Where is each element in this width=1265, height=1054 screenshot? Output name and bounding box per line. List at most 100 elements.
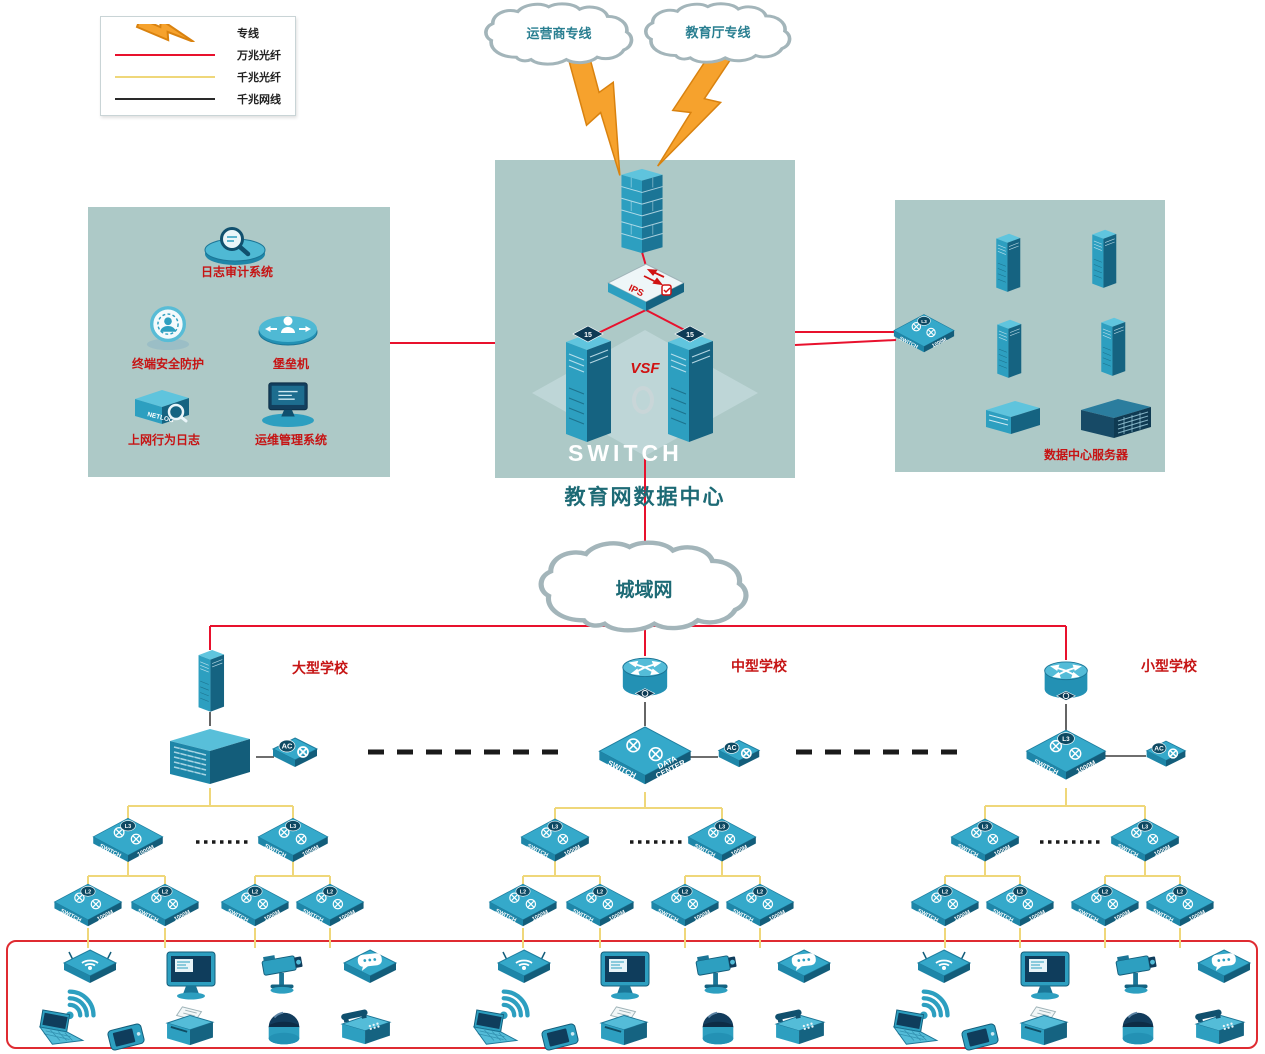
large-l3-switch-1: L3 SWITCH 1000M bbox=[91, 816, 165, 868]
terminal-security-icon bbox=[138, 303, 198, 351]
large-school-message-terminal bbox=[341, 948, 399, 990]
svg-text:15: 15 bbox=[686, 332, 694, 339]
large-l2-switch-1: L2 SWITCH 1000M bbox=[52, 882, 124, 932]
small-l3-switch-1: L3 SWITCH 1000M bbox=[949, 816, 1021, 868]
yellow-line-icon bbox=[115, 76, 221, 78]
large-school-core bbox=[160, 722, 260, 788]
vsf-label: VSF bbox=[630, 360, 660, 377]
vsf-core-server-1: 15 bbox=[556, 325, 620, 446]
cloud-icon bbox=[644, 2, 792, 64]
medium-school-desktop-monitor bbox=[596, 950, 654, 1002]
small-l2-switch-2: L2 SWITCH 1000M bbox=[984, 882, 1056, 932]
medium-school-wireless-ap bbox=[495, 948, 553, 990]
svg-text:L2: L2 bbox=[520, 889, 526, 895]
svg-text:L3: L3 bbox=[125, 824, 131, 830]
large-school-desk-phone bbox=[336, 1004, 396, 1048]
svg-text:L2: L2 bbox=[1102, 889, 1108, 895]
legend-label-10g-fiber: 万兆光纤 bbox=[237, 49, 281, 62]
black-line-icon bbox=[115, 98, 221, 100]
medium-l2-switch-2: L2 SWITCH 1000M bbox=[564, 882, 636, 932]
svg-text:L2: L2 bbox=[1017, 889, 1023, 895]
metro-network-label: 城域网 bbox=[615, 578, 673, 601]
medium-school-wifi-signal bbox=[494, 984, 542, 1022]
label-dc-servers: 数据中心服务器 bbox=[1043, 448, 1128, 462]
medium-l2-switch-3: L2 SWITCH 1000M bbox=[649, 882, 721, 932]
medium-school-desk-phone bbox=[770, 1004, 830, 1048]
svg-text:L2: L2 bbox=[1177, 889, 1183, 895]
large-school-smartphone bbox=[102, 1020, 150, 1054]
carrier-line-label: 运营商专线 bbox=[526, 27, 592, 43]
svg-text:L2: L2 bbox=[252, 889, 258, 895]
firewall bbox=[613, 166, 671, 256]
svg-text:L3: L3 bbox=[1062, 736, 1070, 743]
education-line-cloud: 教育厅专线 bbox=[638, 2, 798, 66]
small-l2-switch-4: L2 SWITCH 1000M bbox=[1144, 882, 1216, 932]
svg-text:L2: L2 bbox=[942, 889, 948, 895]
dc-server-2 bbox=[1080, 226, 1128, 290]
small-school-smartphone bbox=[956, 1020, 1004, 1054]
label-terminal-security: 终端安全防护 bbox=[131, 357, 204, 371]
large-school-desktop-monitor bbox=[162, 950, 220, 1002]
small-school-printer bbox=[1016, 1004, 1072, 1048]
bastion-host-icon bbox=[256, 308, 320, 352]
carrier-line-cloud: 运营商专线 bbox=[478, 2, 640, 68]
netlog-icon: NETLOG bbox=[128, 386, 196, 430]
legend: 专线 万兆光纤 千兆光纤 千兆网线 bbox=[100, 16, 296, 116]
datacenter-access-switch: L3 SWITCH 1000M bbox=[892, 306, 956, 364]
legend-label-1g-cable: 千兆网线 bbox=[237, 93, 281, 106]
svg-text:L3: L3 bbox=[552, 824, 558, 830]
metro-network-cloud: 城域网 bbox=[530, 540, 758, 636]
large-school-printer bbox=[162, 1004, 218, 1048]
small-school-laptop bbox=[884, 1008, 944, 1050]
cloud-icon bbox=[484, 2, 634, 66]
svg-text:L2: L2 bbox=[682, 889, 688, 895]
medium-school-router bbox=[618, 652, 672, 704]
large-school-laptop bbox=[30, 1008, 90, 1050]
svg-text:L2: L2 bbox=[85, 889, 91, 895]
svg-text:AC: AC bbox=[727, 745, 737, 752]
large-school-ptz-camera bbox=[254, 950, 312, 996]
dc-server-4 bbox=[1089, 314, 1137, 378]
label-medium-school: 中型学校 bbox=[731, 659, 787, 675]
legend-label-1g-fiber: 千兆光纤 bbox=[237, 71, 281, 84]
small-l2-switch-1: L2 SWITCH 1000M bbox=[909, 882, 981, 932]
medium-school-core-switch: SWITCH DATACENTER bbox=[596, 724, 694, 792]
small-school-ptz-camera bbox=[1108, 950, 1166, 996]
dc-rack bbox=[980, 396, 1046, 440]
small-l2-switch-3: L2 SWITCH 1000M bbox=[1069, 882, 1141, 932]
svg-text:L2: L2 bbox=[162, 889, 168, 895]
medium-school-smartphone bbox=[536, 1020, 584, 1054]
dc-server-3 bbox=[985, 316, 1033, 380]
large-school-dome-camera bbox=[262, 1006, 306, 1050]
legend-row-10g-fiber: 万兆光纤 bbox=[115, 44, 287, 66]
log-audit-icon bbox=[198, 222, 272, 268]
small-school-desktop-monitor bbox=[1016, 950, 1074, 1002]
legend-row-1g-cable: 千兆网线 bbox=[115, 88, 287, 110]
large-l2-switch-4: L2 SWITCH 1000M bbox=[294, 882, 366, 932]
endpoint-devices-strip bbox=[6, 940, 1258, 1049]
small-l3-switch-2: L3 SWITCH 1000M bbox=[1109, 816, 1181, 868]
lightning-icon bbox=[115, 24, 221, 42]
large-l2-switch-3: L2 SWITCH 1000M bbox=[219, 882, 291, 932]
legend-row-1g-fiber: 千兆光纤 bbox=[115, 66, 287, 88]
label-netlog: 上网行为日志 bbox=[127, 433, 200, 447]
medium-school-printer bbox=[596, 1004, 652, 1048]
ips-device: IPS bbox=[604, 262, 688, 316]
small-school-ac: AC bbox=[1144, 738, 1188, 776]
svg-text:L3: L3 bbox=[290, 824, 296, 830]
medium-l3-switch-1: L3 SWITCH 1000M bbox=[519, 816, 591, 868]
medium-school-ptz-camera bbox=[688, 950, 746, 996]
svg-text:L3: L3 bbox=[719, 824, 725, 830]
large-l2-switch-2: L2 SWITCH 1000M bbox=[129, 882, 201, 932]
label-small-school: 小型学校 bbox=[1141, 659, 1197, 675]
dc-server-1 bbox=[984, 230, 1032, 294]
large-school-gateway bbox=[186, 646, 236, 714]
label-large-school: 大型学校 bbox=[292, 661, 348, 677]
small-school-core-switch: L3 SWITCH 1000M bbox=[1024, 726, 1108, 788]
small-school-router bbox=[1040, 656, 1092, 706]
svg-text:L3: L3 bbox=[1142, 824, 1148, 830]
large-school-wireless-ap bbox=[61, 948, 119, 990]
ops-management-icon bbox=[256, 380, 320, 428]
